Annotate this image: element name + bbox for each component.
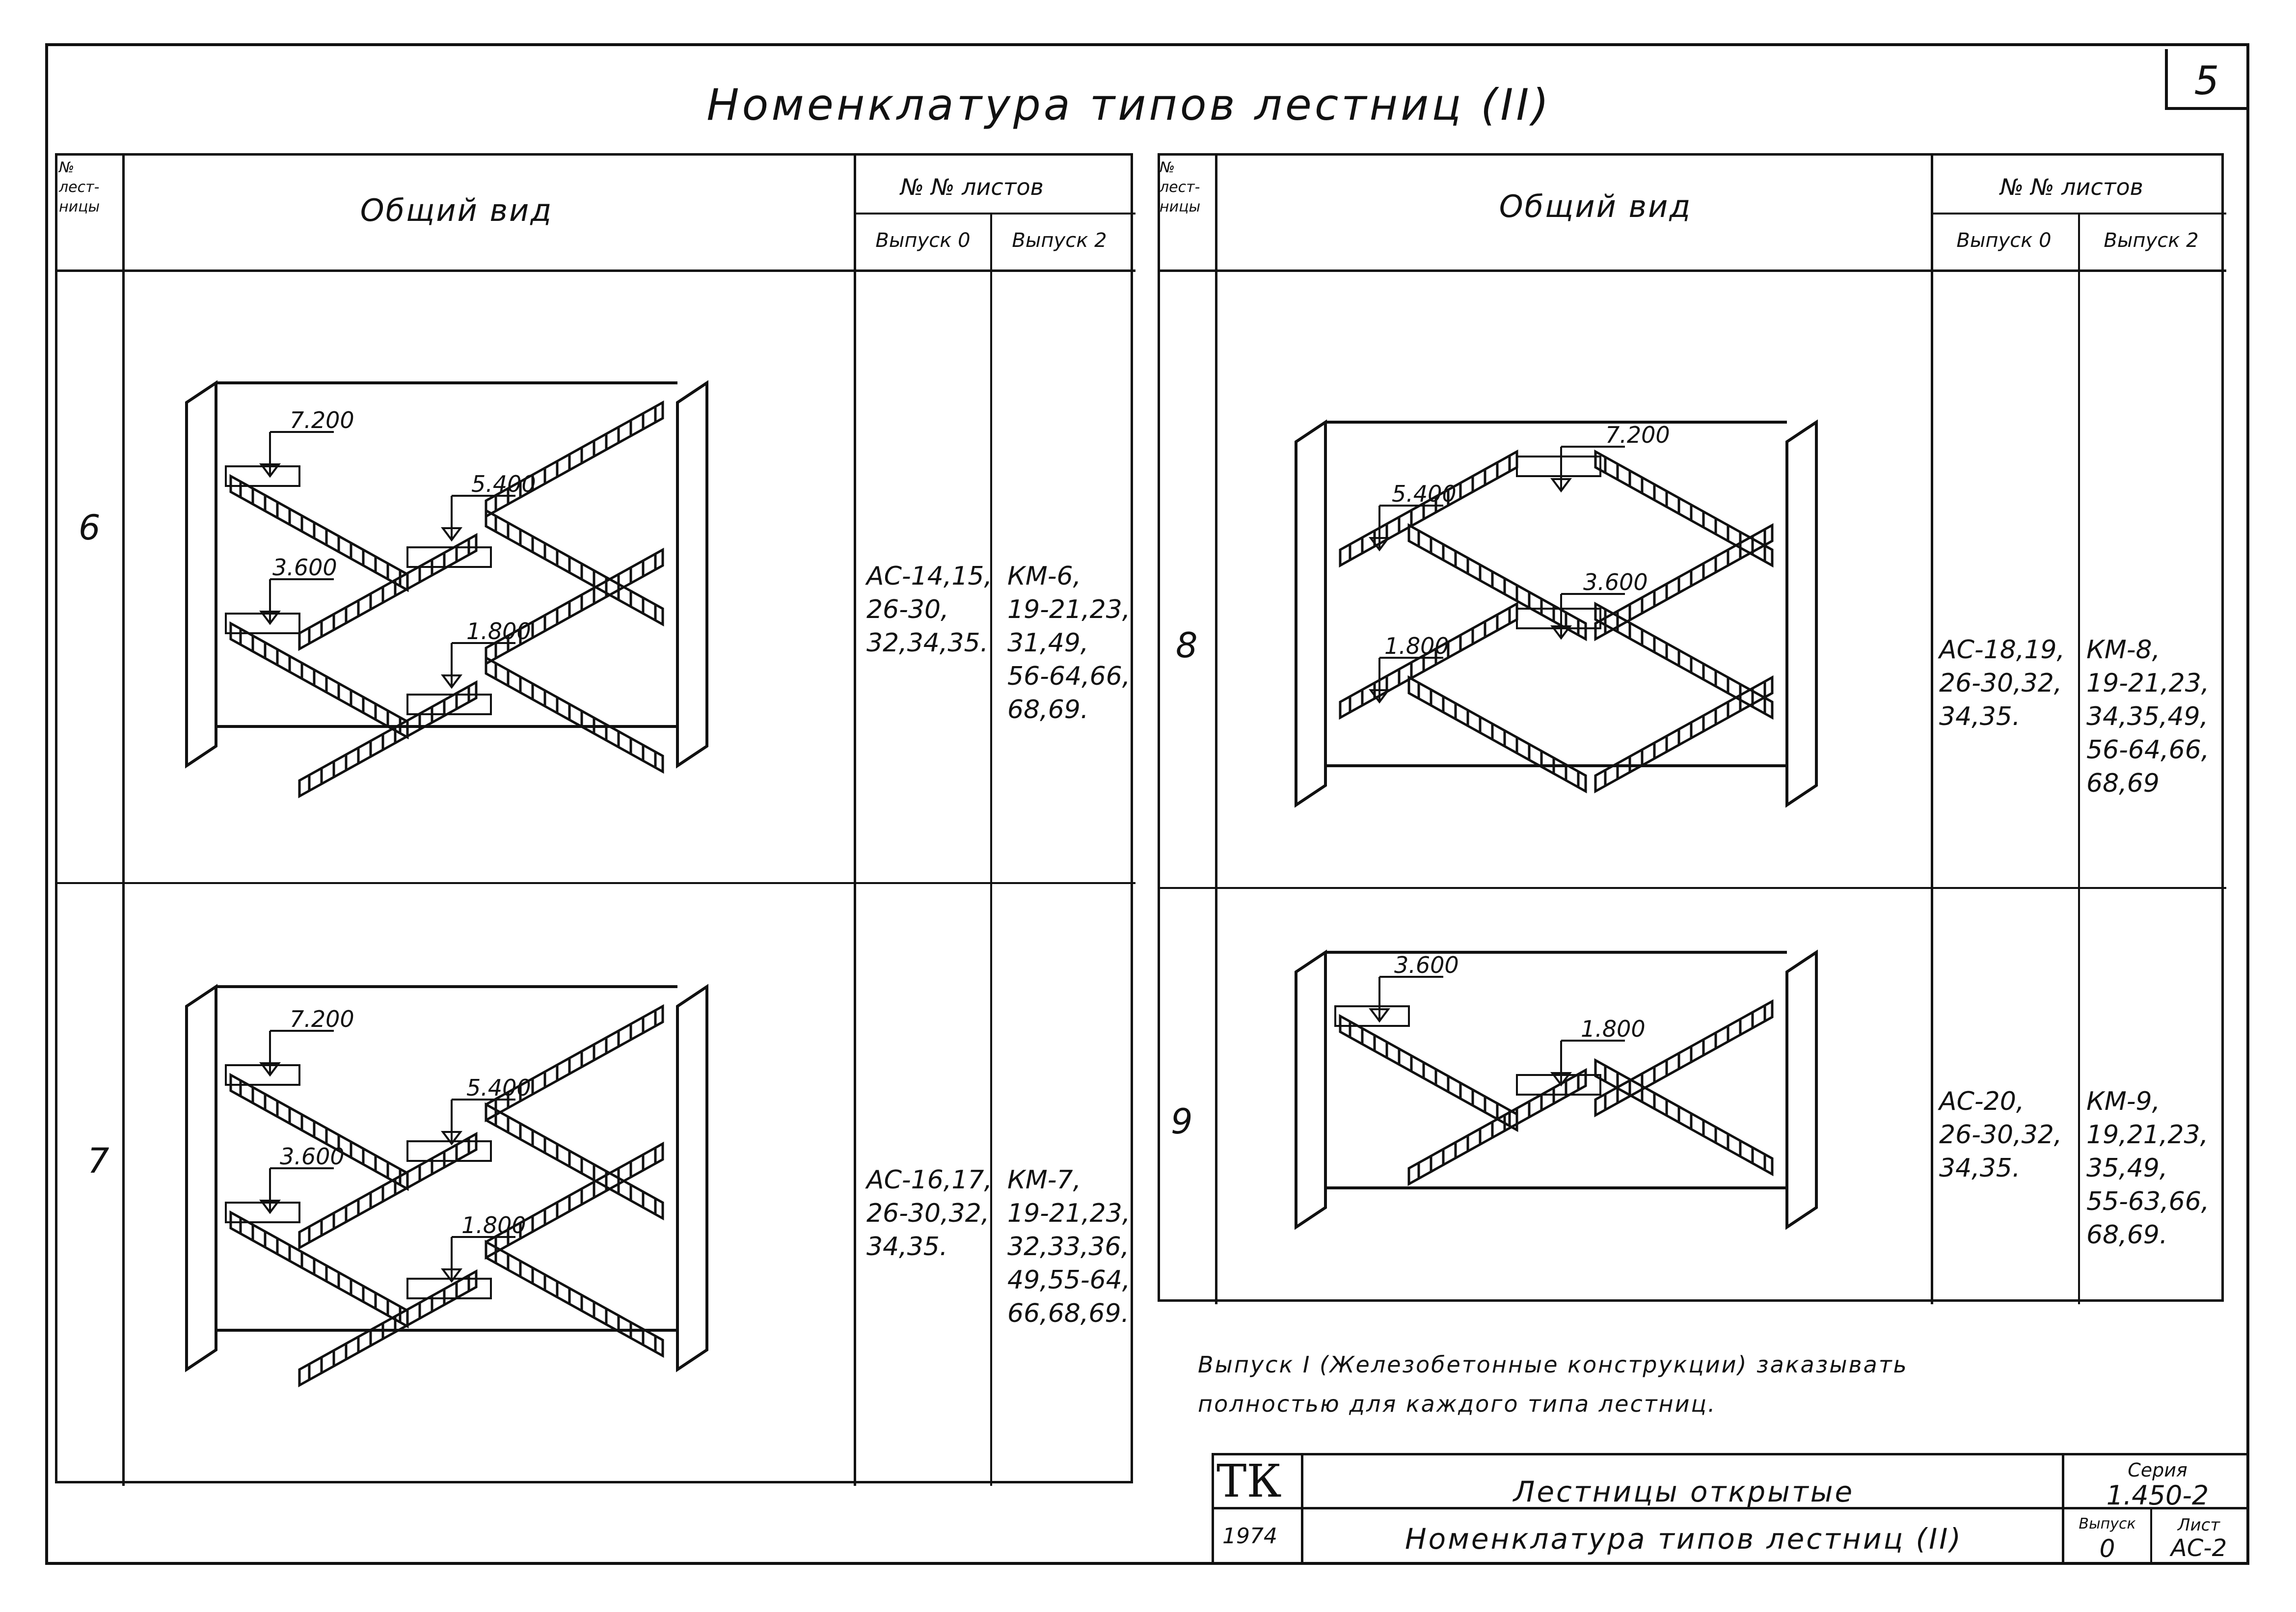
- level-label: 3.600: [280, 1143, 345, 1170]
- stamp-sheet-label: Лист: [2177, 1515, 2220, 1535]
- stamp-issue-label: Выпуск: [2079, 1515, 2136, 1532]
- row6-issue2-refs: КМ-6, 19-21,23, 31,49, 56-64,66, 68,69.: [1007, 562, 1131, 725]
- row7-issue2-refs: КМ-7, 19-21,23, 32,33,36, 49,55-64, 66,6…: [1007, 1165, 1131, 1328]
- right-col-header-sheets: № № листов: [2000, 174, 2143, 200]
- outer-border-bottom: [45, 1562, 2249, 1565]
- stair-drawing-6: 7.200 5.400 3.600 1.800: [187, 373, 707, 785]
- level-label: 5.400: [466, 1075, 531, 1101]
- left-col-header-issue2: Выпуск 2: [1012, 229, 1107, 252]
- page-title: Номенклатура типов лестниц (II): [706, 80, 1552, 130]
- right-col-header-view: Общий вид: [1499, 188, 1692, 224]
- row-number-7: 7: [87, 1141, 109, 1181]
- stamp-series: 1.450-2: [2106, 1480, 2209, 1511]
- left-table: [55, 153, 1135, 1486]
- row-number-8: 8: [1176, 625, 1198, 666]
- outer-border-left: [45, 43, 48, 1565]
- stamp-name-1: Лестницы открытые: [1513, 1475, 1855, 1508]
- level-label: 3.600: [1394, 952, 1459, 978]
- right-table: [1158, 153, 2226, 1304]
- left-col-header-no: № лест- ницы: [59, 159, 100, 215]
- outer-border-top: [45, 43, 2249, 46]
- left-col-header-issue0: Выпуск 0: [875, 229, 971, 252]
- level-label: 1.800: [1384, 633, 1449, 659]
- stair-drawing-7: 7.200 5.400 3.600 1.800: [187, 977, 707, 1389]
- right-col-header-issue0: Выпуск 0: [1956, 229, 2052, 252]
- level-label: 7.200: [1605, 422, 1670, 448]
- sheet-number: 5: [2194, 58, 2219, 104]
- issue-note: Выпуск I (Железобетонные конструкции) за…: [1198, 1351, 1908, 1417]
- right-col-header-issue2: Выпуск 2: [2104, 229, 2199, 252]
- stamp-logo: ТК: [1216, 1455, 1282, 1507]
- row9-issue0-refs: АС-20, 26-30,32, 34,35.: [1939, 1087, 2062, 1183]
- stamp-year: 1974: [1222, 1524, 1277, 1549]
- left-col-header-sheets: № № листов: [900, 174, 1044, 200]
- level-label: 3.600: [1583, 569, 1648, 595]
- stair-drawing-8: 7.200 5.400 3.600 1.800: [1296, 412, 1816, 825]
- left-col-header-view: Общий вид: [360, 192, 553, 228]
- row-number-9: 9: [1171, 1102, 1193, 1142]
- level-label: 1.800: [466, 618, 531, 645]
- stair-drawing-9: 3.600 1.800: [1295, 949, 1818, 1230]
- sheet-number-box: [2165, 49, 2246, 110]
- right-col-header-no: № лест- ницы: [1160, 159, 1201, 215]
- level-label: 7.200: [290, 407, 354, 433]
- stamp-issue: 0: [2099, 1534, 2115, 1563]
- row9-issue2-refs: КМ-9, 19,21,23, 35,49, 55-63,66, 68,69.: [2086, 1087, 2210, 1250]
- stamp-series-label: Серия: [2128, 1459, 2188, 1481]
- level-label: 7.200: [290, 1006, 354, 1032]
- row8-issue2-refs: КМ-8, 19-21,23, 34,35,49, 56-64,66, 68,6…: [2086, 635, 2210, 798]
- row8-issue0-refs: АС-18,19, 26-30,32, 34,35.: [1939, 635, 2065, 731]
- level-label: 1.800: [1581, 1016, 1646, 1042]
- row7-issue0-refs: АС-16,17, 26-30,32, 34,35.: [866, 1165, 993, 1262]
- outer-border-right: [2246, 43, 2249, 1565]
- level-label: 3.600: [272, 554, 337, 581]
- row-number-6: 6: [79, 508, 101, 548]
- row6-issue0-refs: АС-14,15, 26-30, 32,34,35.: [866, 562, 993, 658]
- level-label: 5.400: [471, 471, 536, 497]
- level-label: 1.800: [461, 1212, 526, 1238]
- stamp-name-2: Номенклатура типов лестниц (II): [1405, 1522, 1963, 1556]
- level-label: 5.400: [1392, 481, 1457, 507]
- stamp-sheet: АС-2: [2170, 1534, 2227, 1562]
